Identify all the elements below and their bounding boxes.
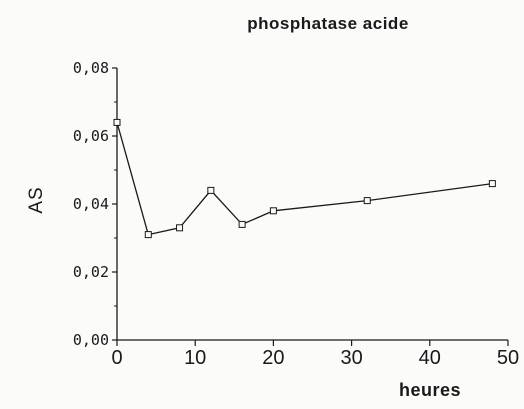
data-point-marker [363, 197, 371, 205]
y-tick-label: 0,04 [73, 195, 109, 213]
x-tick-label: 40 [419, 347, 441, 369]
x-tick-label: 30 [340, 347, 362, 369]
chart-title: phosphatase acide [247, 14, 409, 33]
data-point-marker [488, 180, 496, 188]
plot-area [113, 118, 496, 239]
y-axis-label: AS [26, 186, 47, 213]
x-tick-label: 10 [184, 347, 206, 369]
y-tick-label: 0,00 [73, 331, 109, 349]
y-axis-ticks: 0,00 0,02 0,04 0,06 0,08 [73, 59, 117, 349]
y-tick-label: 0,08 [73, 59, 109, 77]
x-axis-label: heures [399, 380, 461, 400]
data-point-marker [144, 231, 152, 239]
x-axis-ticks: 0 10 20 30 40 50 [111, 340, 519, 369]
x-tick-label: 20 [262, 347, 284, 369]
data-point-marker [238, 220, 246, 228]
series-line [116, 122, 493, 236]
y-tick-label: 0,06 [73, 127, 109, 145]
x-tick-label: 50 [497, 347, 519, 369]
x-tick-label: 0 [111, 347, 122, 369]
data-point-marker [113, 118, 121, 126]
data-point-marker [207, 186, 215, 194]
axes [116, 68, 508, 341]
data-point-marker [269, 207, 277, 215]
data-point-marker [176, 224, 184, 232]
y-tick-label: 0,02 [73, 263, 109, 281]
